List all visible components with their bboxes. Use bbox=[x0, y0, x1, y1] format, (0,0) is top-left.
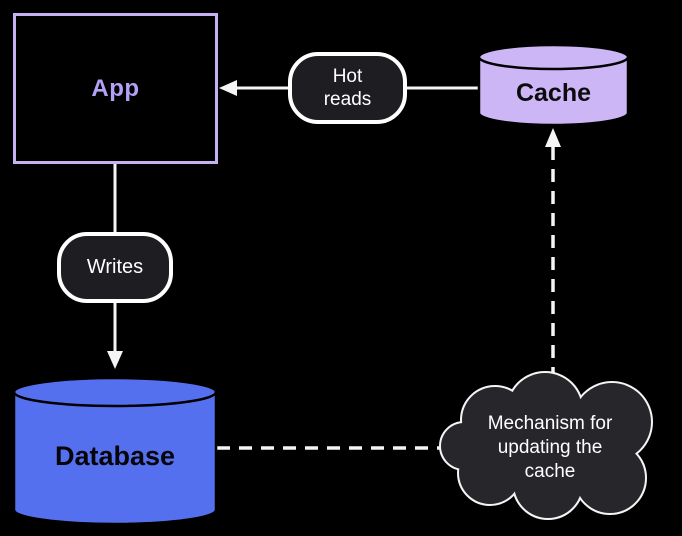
cache-updater-label: Mechanism for updating the cache bbox=[440, 412, 660, 484]
arrowhead-left-icon bbox=[219, 80, 237, 96]
cache-cylinder bbox=[477, 43, 630, 127]
writes-edge-label: Writes bbox=[57, 232, 173, 303]
app-node-label: App bbox=[91, 74, 140, 102]
hot-reads-label-line1: Hot bbox=[332, 66, 363, 87]
writes-label-text: Writes bbox=[86, 256, 144, 278]
cache-updater-label-line3: cache bbox=[524, 461, 576, 482]
hot-reads-edge-label: Hot reads bbox=[288, 52, 407, 124]
cache-updater-cloud bbox=[439, 371, 653, 520]
hot-reads-label-line2: reads bbox=[323, 89, 372, 110]
app-node: App bbox=[13, 13, 218, 164]
database-cylinder bbox=[12, 376, 218, 526]
database-node-label: Database bbox=[54, 441, 176, 471]
cache-node-label: Cache bbox=[515, 79, 592, 107]
cache-updater-label-line2: updating the bbox=[497, 437, 603, 458]
arrowhead-up-icon bbox=[545, 128, 561, 147]
cache-updater-label-line1: Mechanism for bbox=[487, 413, 613, 434]
arrowhead-down-icon bbox=[107, 351, 123, 369]
updater-cache-dashed-arrow bbox=[545, 128, 561, 382]
